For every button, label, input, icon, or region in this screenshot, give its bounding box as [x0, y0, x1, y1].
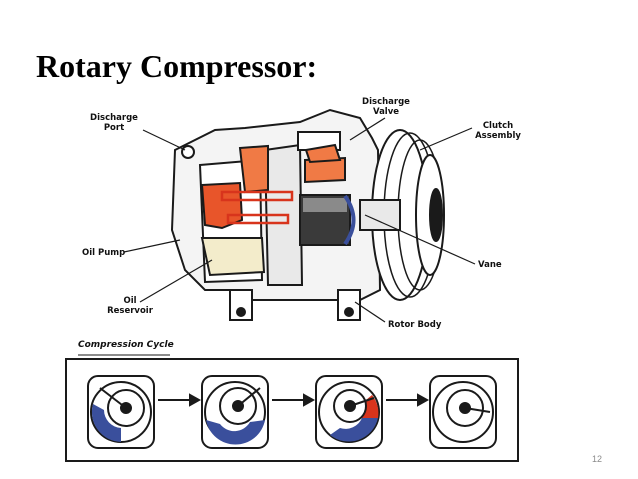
label-clutch-assembly: Clutch Assembly — [475, 121, 521, 141]
cycle-stage-2 — [201, 375, 269, 449]
label-discharge-port: Discharge Port — [90, 113, 138, 133]
page-number: 12 — [592, 454, 603, 464]
cycle-stage-4 — [429, 375, 497, 449]
cycle-arrows — [158, 393, 430, 407]
slide-title: Rotary Compressor: — [36, 48, 318, 84]
label-oil-reservoir: Oil Reservoir — [107, 296, 153, 316]
label-vane: Vane — [478, 260, 502, 270]
leader-lines — [123, 117, 476, 323]
compressor-cutaway — [170, 108, 445, 321]
label-discharge-valve: Discharge Valve — [362, 97, 410, 117]
label-rotor-body: Rotor Body — [388, 320, 442, 330]
compression-cycle-title: Compression Cycle — [78, 340, 174, 350]
cycle-stage-1 — [87, 375, 155, 449]
label-oil-pump: Oil Pump — [82, 248, 126, 258]
cycle-stage-3 — [315, 375, 383, 449]
